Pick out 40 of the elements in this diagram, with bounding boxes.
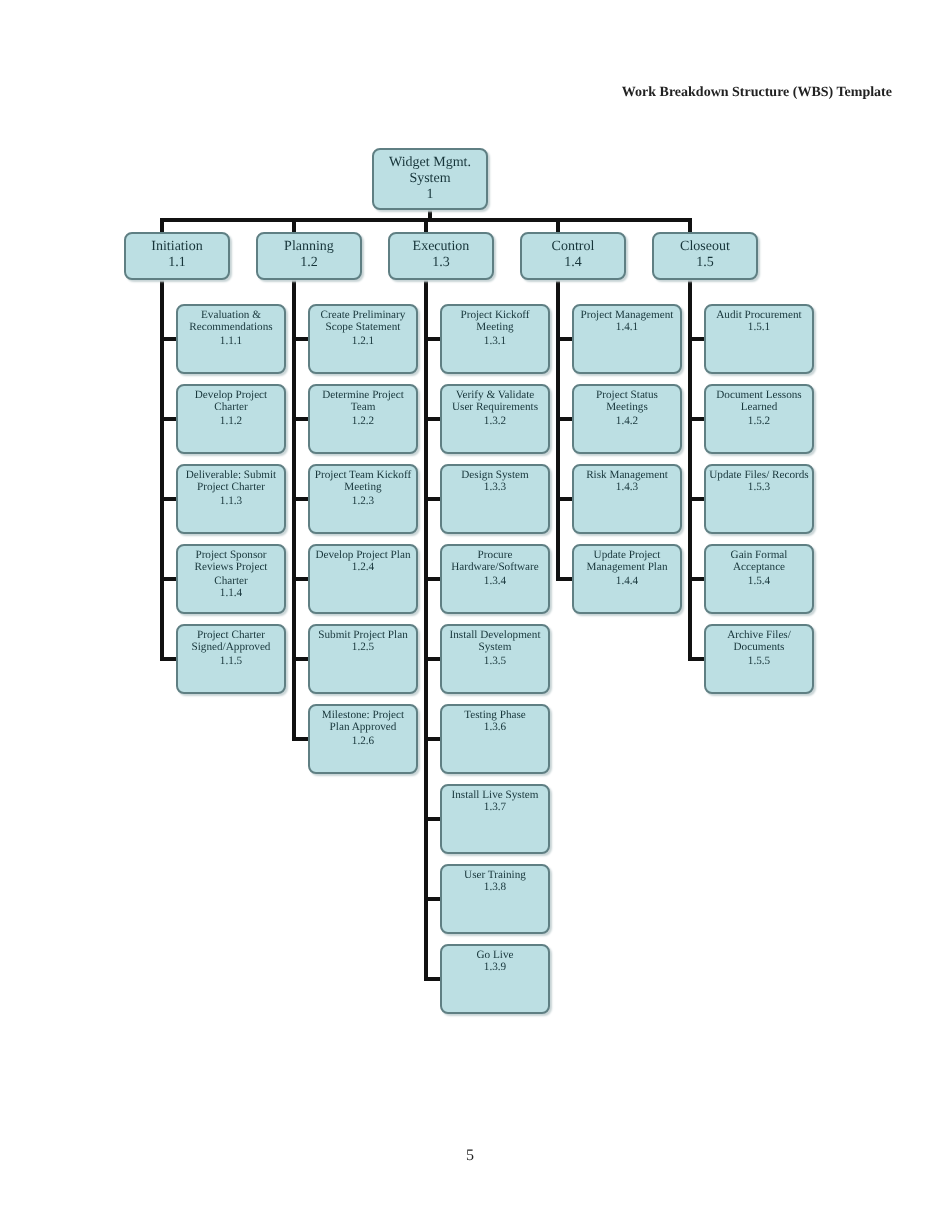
wbs-box: [308, 464, 418, 534]
wbs-box: [440, 464, 550, 534]
wbs-box: [572, 304, 682, 374]
wbs-box: [704, 464, 814, 534]
wbs-box: [256, 232, 362, 280]
wbs-box: [372, 148, 488, 210]
wbs-box: [176, 384, 286, 454]
wbs-box: [440, 944, 550, 1014]
wbs-box: [308, 384, 418, 454]
wbs-box: [520, 232, 626, 280]
wbs-box: [572, 464, 682, 534]
wbs-box: [440, 544, 550, 614]
wbs-box: [704, 544, 814, 614]
page-number: 5: [466, 1146, 474, 1164]
connector-line: [160, 280, 176, 661]
wbs-box: [308, 544, 418, 614]
wbs-box: [572, 544, 682, 614]
wbs-box: [388, 232, 494, 280]
wbs-box: [176, 304, 286, 374]
wbs-box: [704, 384, 814, 454]
wbs-box: [572, 384, 682, 454]
wbs-box: [440, 624, 550, 694]
wbs-box: [308, 624, 418, 694]
wbs-box: [440, 704, 550, 774]
connector-line: [292, 280, 308, 741]
wbs-box: [308, 304, 418, 374]
connector-line: [428, 210, 692, 232]
wbs-box: [440, 304, 550, 374]
wbs-box: [176, 464, 286, 534]
wbs-box: [176, 544, 286, 614]
wbs-box: [440, 864, 550, 934]
wbs-box: [124, 232, 230, 280]
wbs-box: [704, 624, 814, 694]
wbs-box: [440, 384, 550, 454]
wbs-box: [652, 232, 758, 280]
wbs-box: [704, 304, 814, 374]
connector-line: [688, 280, 704, 661]
wbs-box: [308, 704, 418, 774]
wbs-box: [440, 784, 550, 854]
wbs-box: [176, 624, 286, 694]
